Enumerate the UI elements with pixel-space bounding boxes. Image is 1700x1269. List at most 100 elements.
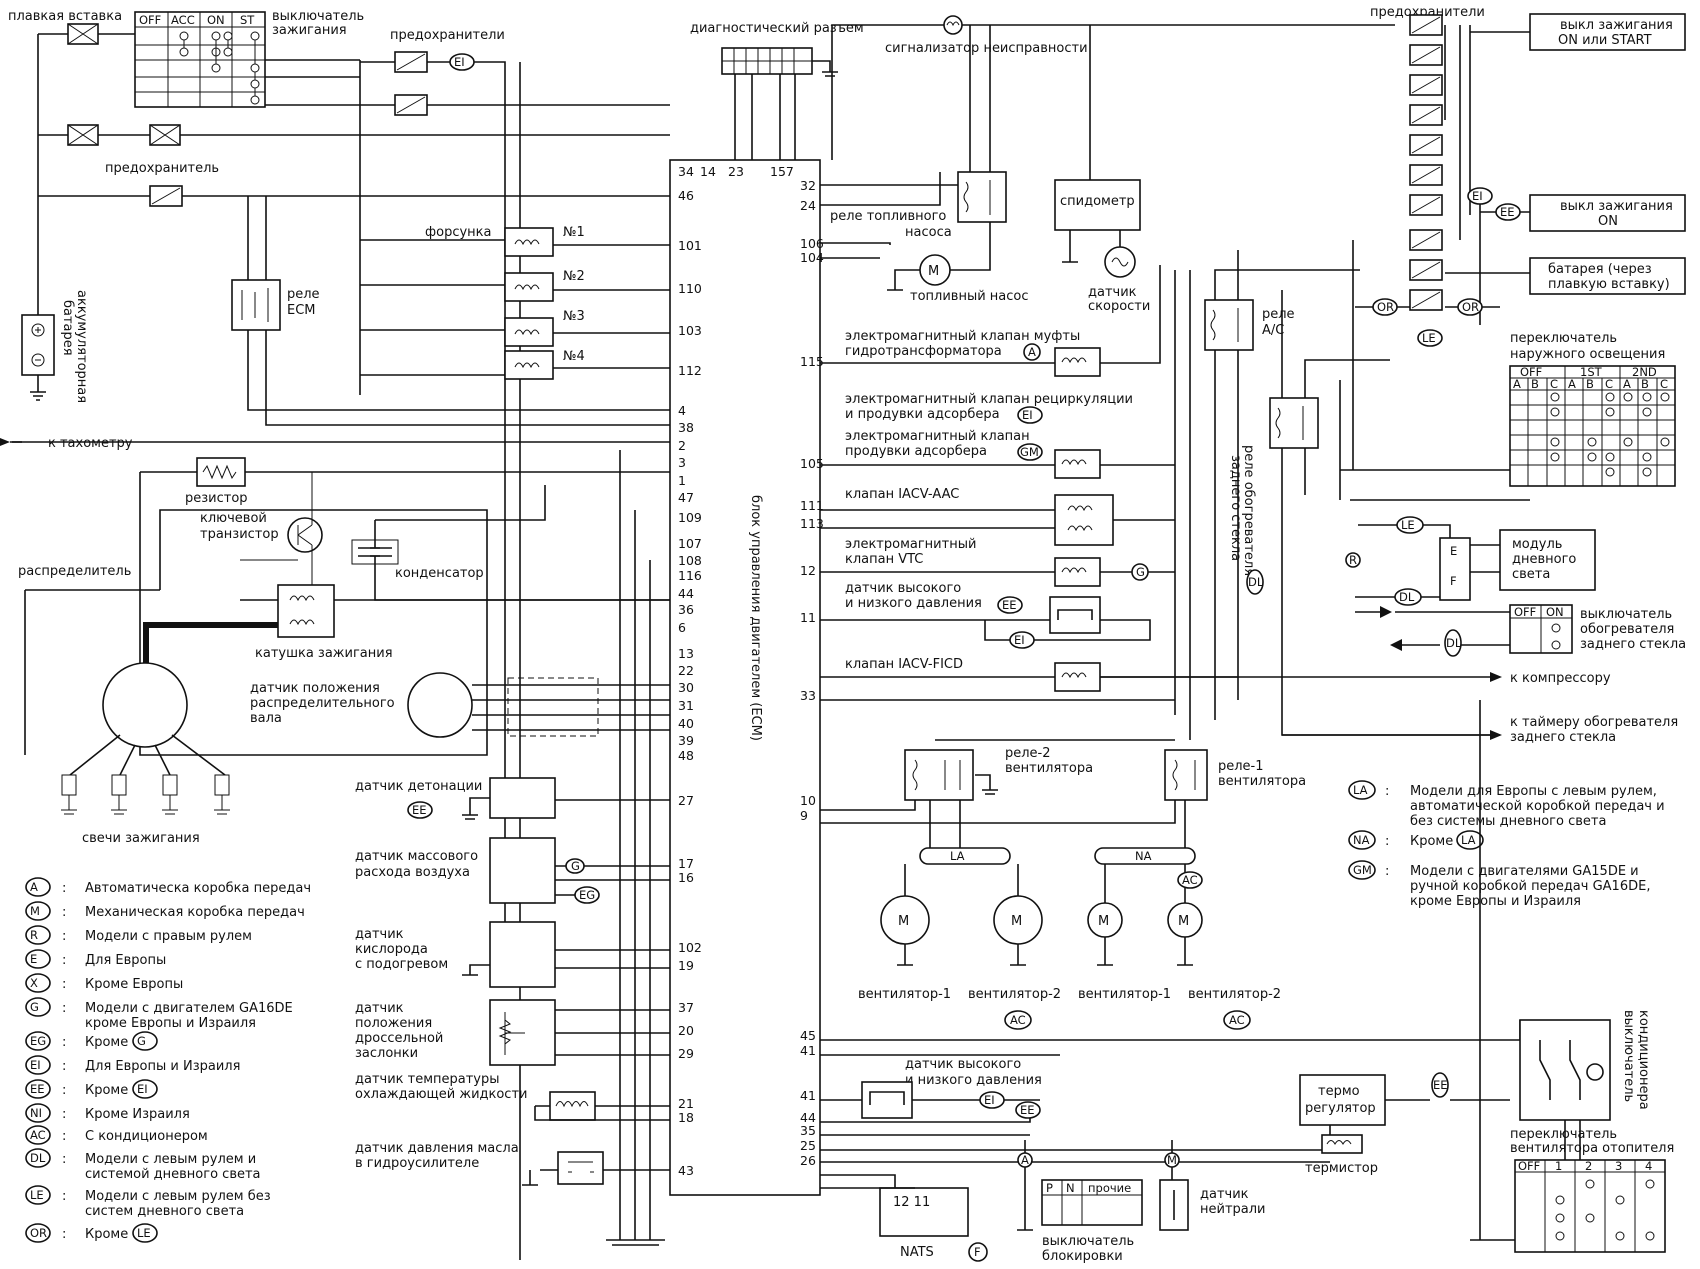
ecm-right-pin: 11 (800, 610, 816, 625)
power-supply-top-left: плавкая вставка OFF ACC ON ST выключател… (8, 9, 670, 1260)
legend-item: X:Кроме Европы (25, 973, 183, 993)
svg-text:EI: EI (1472, 189, 1483, 203)
tag-ee-pressure: EE (997, 596, 1023, 614)
fan-2-la-icon: M (993, 895, 1043, 945)
legend-colon: : (62, 1227, 66, 1242)
legend-tag: DL (30, 1151, 46, 1165)
ecm-top-pin: 157 (770, 164, 794, 179)
note-tag: LA (1353, 783, 1368, 797)
iacv-aac-label: клапан IACV-AAC (845, 487, 959, 502)
legend-tag: A (30, 880, 38, 894)
ecm-left-pin: 43 (678, 1163, 694, 1178)
ecm-left-pin: 1 (678, 473, 686, 488)
ecm-right-pin: 41 (800, 1043, 816, 1058)
legend-colon: : (62, 929, 66, 944)
thermostat-label-1: термо (1318, 1084, 1360, 1099)
tag-ee-thermo: EE (1431, 1072, 1449, 1098)
lower-center: датчик высокого и низкого давления EI EE… (820, 1020, 1521, 1264)
fan-switch-column: 2 (1585, 1159, 1592, 1173)
ecm-right-pin: 115 (800, 354, 824, 369)
ecm-right-pin: 44 (800, 1110, 816, 1125)
svg-text:AC: AC (1229, 1013, 1245, 1027)
injector-2-label: №2 (563, 269, 585, 284)
legend-ref: LE (137, 1226, 151, 1240)
speedometer-circuit: спидометр датчик скорости (1054, 25, 1150, 314)
diagnostic-connector-label: диагностический разъем (690, 21, 864, 36)
legend-tag: R (30, 928, 38, 942)
svg-text:A: A (1021, 1153, 1029, 1167)
legend-text: Для Европы (85, 953, 166, 968)
ecm-left-pin: 13 (678, 646, 694, 661)
ecm-right-pin: 105 (800, 456, 824, 471)
legend-colon: : (62, 1083, 66, 1098)
o2-sensor-icon (489, 921, 556, 988)
legend-text: Для Европы и Израиля (85, 1059, 240, 1074)
tag-eg-maf: EG (574, 886, 600, 904)
note-text: автоматической коробкой передач и (1410, 799, 1665, 814)
svg-text:EI: EI (984, 1093, 995, 1107)
ecm-block: блок управления двигателем (ECM) (669, 159, 821, 1196)
ecm-left-pin: 47 (678, 490, 694, 505)
ecm-right-pin: 26 (800, 1153, 816, 1168)
fuse-icon-slash (1411, 76, 1441, 94)
maf-sensor-label-2: расхода воздуха (355, 865, 470, 880)
ecm-left-pin: 29 (678, 1046, 694, 1061)
egr-valve-label-2: и продувки адсорбера (845, 407, 1000, 422)
drl-module-label-3: света (1512, 567, 1550, 582)
svg-text:OFF: OFF (1520, 365, 1542, 379)
key-transistor-icon (287, 517, 323, 553)
drl-module-label-2: дневного (1512, 552, 1576, 567)
ecm-relay: реле ECM (231, 196, 670, 426)
ecm-left-pin: 27 (678, 793, 694, 808)
tag-g-maf: G (565, 858, 585, 874)
svg-text:M: M (1098, 914, 1109, 929)
ecm-left-pin: 38 (678, 420, 694, 435)
speed-sensor-label-1: датчик (1088, 285, 1137, 300)
to-timer-label-1: к таймеру обогревателя (1510, 715, 1678, 730)
neutral-sensor-icon (1159, 1179, 1189, 1231)
note-text: Кроме (1410, 834, 1453, 849)
legend-colon: : (62, 1107, 66, 1122)
svg-text:OR: OR (1377, 300, 1394, 314)
legend-text: Кроме (85, 1035, 128, 1050)
light-switch-subheader-cell: C (1550, 377, 1558, 391)
tag-le-1: LE (1417, 329, 1443, 347)
svg-text:EI: EI (1022, 408, 1033, 422)
ecm-left-pin: 37 (678, 1000, 694, 1015)
injector-2-icon (504, 272, 554, 302)
legend-tag: NI (30, 1106, 42, 1120)
ecm-left-pin: 112 (678, 363, 702, 378)
ignition-switch-label-1: выключатель (272, 9, 364, 24)
legend-text: Механическая коробка передач (85, 905, 305, 920)
legend-text: Модели с двигателем GA16DE (85, 1001, 293, 1016)
fuses-label-top: предохранители (390, 28, 505, 43)
ecm-left-pin: 4 (678, 403, 686, 418)
fuse-icon-slash (1411, 291, 1441, 309)
battery-via-1: батарея (через (1548, 262, 1652, 277)
tag-ei-press2: EI (979, 1091, 1005, 1109)
knock-sensor-label: датчик детонации (355, 779, 482, 794)
fuel-pump-label: топливный насос (910, 289, 1029, 304)
ps-pressure-label-2: в гидроусилителе (355, 1156, 479, 1171)
ecm-left-pin: 21 (678, 1096, 694, 1111)
tag-le-drl: LE (1396, 516, 1424, 534)
fan-relay-2-label-1: реле-2 (1005, 746, 1051, 761)
light-switch-subheader-cell: B (1641, 377, 1649, 391)
tag-ac-fan2-na: AC (1177, 871, 1203, 889)
fan-switch-column: 1 (1555, 1159, 1562, 1173)
note-right-item: LA:Модели для Европы с левым рулем,автом… (1348, 780, 1665, 829)
svg-text:EE: EE (1500, 205, 1515, 219)
injector-1-icon (504, 227, 554, 257)
inhibitor-switch-table (1041, 1179, 1143, 1226)
ecm-right-pin: 9 (800, 808, 808, 823)
ecm-top-pin: 23 (728, 164, 744, 179)
svg-text:G: G (571, 859, 580, 873)
nats-label: NATS (900, 1245, 934, 1260)
tps-label-3: дроссельной (355, 1031, 443, 1046)
note-text: ручной коробкой передач GA16DE, (1410, 879, 1650, 894)
ac-switch-label-1: выключатель (1621, 1010, 1636, 1102)
